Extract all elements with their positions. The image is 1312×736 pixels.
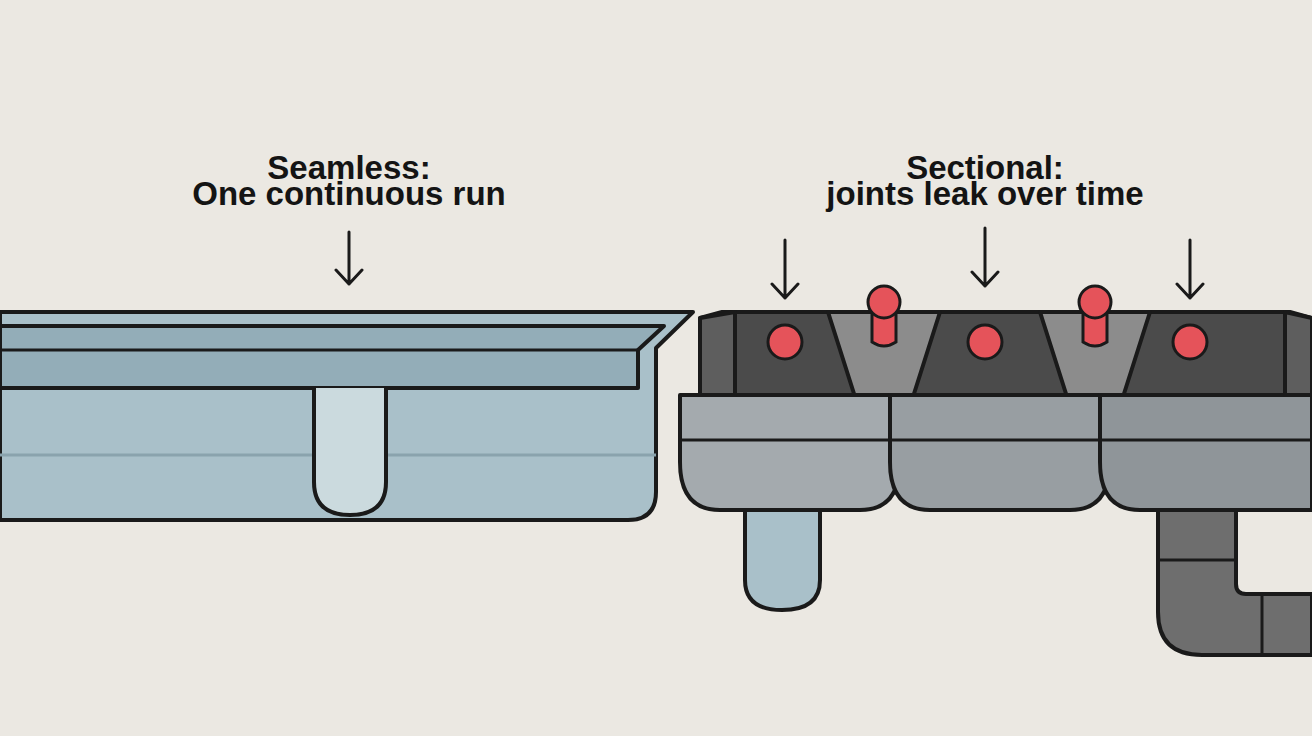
heading-label: One continuous run <box>192 177 505 210</box>
gutter-section <box>680 395 900 510</box>
leak-dot <box>768 325 802 359</box>
gutter-trough <box>0 326 664 388</box>
sectional-gutter <box>680 312 1312 655</box>
pointer-arrows <box>336 228 1203 298</box>
gutter-section <box>1100 395 1312 510</box>
end-cap <box>1285 312 1312 395</box>
pointer-arrow <box>772 240 798 298</box>
leak-dot <box>968 325 1002 359</box>
gutter-body <box>0 312 693 520</box>
gutter-lip-line <box>680 439 1312 442</box>
gutter-line <box>0 349 638 352</box>
joint-pin-head <box>1079 286 1111 318</box>
leak-markers <box>768 286 1207 359</box>
pointer-arrow <box>972 228 998 286</box>
gutter-outlet <box>314 388 386 515</box>
end-cap <box>700 312 735 395</box>
joint-pin-head <box>868 286 900 318</box>
pointer-arrow <box>336 232 362 284</box>
gutter-section <box>890 395 1110 510</box>
seamless-gutter <box>0 312 693 520</box>
heading-label: joints leak over time <box>826 177 1143 210</box>
pointer-arrow <box>1177 240 1203 298</box>
spout-seam <box>1158 560 1262 655</box>
leak-dot <box>1173 325 1207 359</box>
